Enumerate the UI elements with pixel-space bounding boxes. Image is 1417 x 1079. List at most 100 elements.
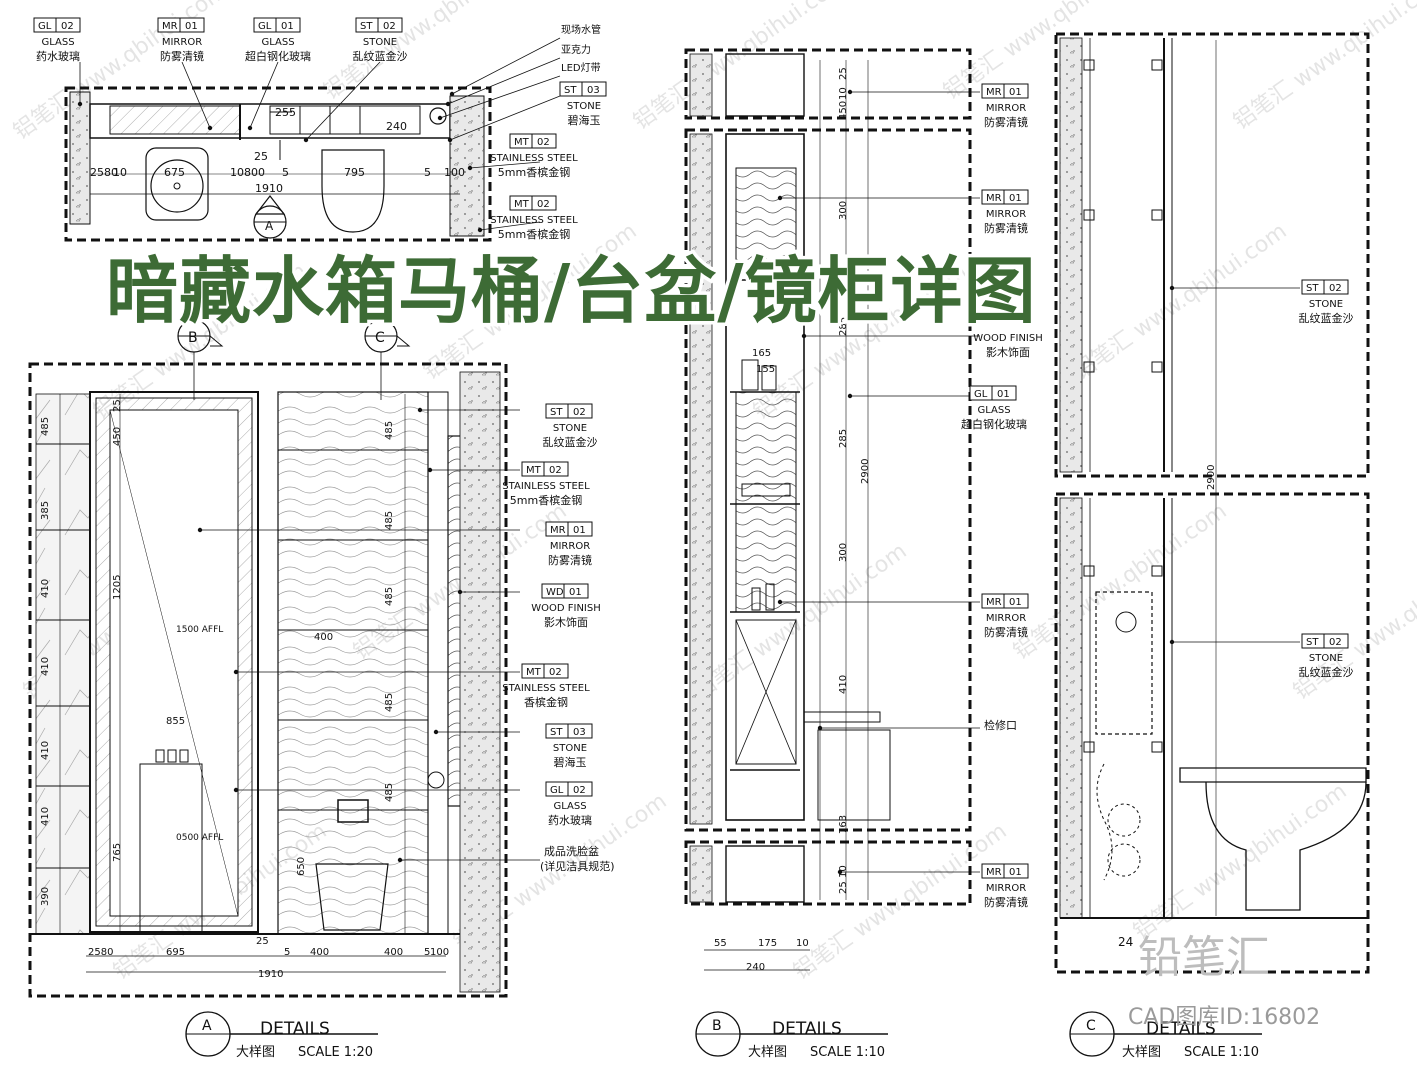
dim-a-18: 25 (112, 399, 123, 412)
dim-b-6: 300 (838, 543, 849, 562)
callout-num: 02 (549, 465, 562, 476)
callout-cn: 防雾清镜 (984, 895, 1028, 909)
callout-code: ST (550, 407, 563, 418)
dim-b-3: 300 (838, 201, 849, 220)
callout-cn: 5mm香槟金钢 (498, 227, 570, 241)
dim-a-14: 485 (384, 693, 395, 712)
dim-b-155: 155 (756, 364, 775, 375)
callout-code: ST (550, 727, 563, 738)
plan-dim-5b: 5 (424, 166, 431, 179)
plan-dim-10: 10 (113, 166, 127, 179)
dim-b-5: 285 (838, 429, 849, 448)
callout-en: STONE (1309, 653, 1343, 664)
callout-cn: 5mm香槟金钢 (498, 165, 570, 179)
plan-dim-795: 795 (344, 166, 365, 179)
dim-a-3: 410 (40, 657, 51, 676)
dim-a-6: 390 (40, 887, 51, 906)
dim-b-1: 10 (838, 87, 849, 100)
detail-sub: 大样图 (1122, 1045, 1161, 1060)
dim-a-h3: 5 (284, 947, 290, 958)
callout-num: 02 (383, 21, 396, 32)
callout-en: STONE (567, 101, 601, 112)
elevation-a (28, 319, 508, 998)
callout-num: 03 (573, 727, 586, 738)
callout-num: 01 (1009, 193, 1022, 204)
callout-code: MT (526, 667, 542, 678)
dim-a-11: 485 (384, 421, 395, 440)
dim-a-7: 1205 (112, 575, 123, 600)
sheet-title: 暗藏水箱马桶/台盆/镜柜详图 (106, 249, 1037, 333)
dim-a-2: 410 (40, 579, 51, 598)
callout-code: MR (986, 87, 1002, 98)
dim-a-h1: 695 (166, 947, 185, 958)
callout-en: GLASS (261, 37, 294, 48)
note-basin-2: (详见洁具规范) (540, 859, 615, 873)
dim-b-7: 410 (838, 675, 849, 694)
detail-sub: 大样图 (236, 1045, 275, 1060)
callout-code: MR (986, 193, 1002, 204)
plan-dim-80: 80 (244, 166, 258, 179)
callout-en: MIRROR (986, 103, 1026, 114)
callout-num: 02 (573, 407, 586, 418)
callout-cn: 防雾清镜 (160, 49, 204, 63)
callout-en: STAINLESS STEEL (490, 215, 578, 226)
callout-en: STAINLESS STEEL (490, 153, 578, 164)
dim-b-175: 175 (758, 938, 777, 949)
leader-lines (77, 37, 1300, 875)
dim-b-2: 450 (838, 101, 849, 120)
callout-num: 01 (1009, 867, 1022, 878)
dim-b-10: 10 (796, 938, 809, 949)
callout-code: ST (1306, 637, 1319, 648)
watermark-text: 铝笔汇 www.qbihui.com (689, 539, 911, 705)
dim-c-2900: 2900 (1206, 465, 1217, 490)
callout-code: MR (550, 525, 566, 536)
dim-a-h0: 2580 (88, 947, 113, 958)
watermark-text: 铝笔汇 www.qbihui.com (939, 0, 1161, 105)
plan-dim-240: 240 (386, 120, 407, 133)
callout-num: 01 (997, 389, 1010, 400)
callout-num: 02 (61, 21, 74, 32)
dim-b-55: 55 (714, 938, 727, 949)
dim-a-h7: 100 (430, 947, 449, 958)
dim-a-16: 650 (296, 857, 307, 876)
callout-code: ST (564, 85, 577, 96)
callout-cn: 5mm香槟金钢 (510, 493, 582, 507)
watermark-text: 铝笔汇 www.qbihui.com (1129, 779, 1351, 945)
note-led: LED灯带 (561, 62, 601, 74)
dim-a-17: 400 (314, 632, 333, 643)
callout-num: 02 (537, 199, 550, 210)
callout-en: MIRROR (162, 37, 202, 48)
detail-letter: B (712, 1018, 722, 1034)
callout-num: 02 (549, 667, 562, 678)
callout-cn: 乱纹蓝金沙 (1299, 311, 1354, 325)
dims-a-layer: 4853854104104104103901205450765855485485… (40, 399, 449, 980)
callout-cn: 防雾清镜 (984, 221, 1028, 235)
callout-en: WOOD FINISH (973, 333, 1043, 344)
callout-num: 01 (281, 21, 294, 32)
watermark-text: 铝笔汇 www.qbihui.com (1289, 539, 1417, 705)
callout-code: MR (986, 597, 1002, 608)
callout-num: 01 (573, 525, 586, 536)
detail-sub: 大样图 (748, 1045, 787, 1060)
elevation-c (1054, 32, 1370, 974)
level-1500: 1500 AFFL (176, 625, 223, 635)
callout-en: STONE (553, 743, 587, 754)
callout-cn: 乱纹蓝金沙 (353, 49, 408, 63)
callout-code: WD (546, 587, 564, 598)
dim-a-h4: 400 (310, 947, 329, 958)
level-0500: 0500 AFFL (176, 833, 223, 843)
